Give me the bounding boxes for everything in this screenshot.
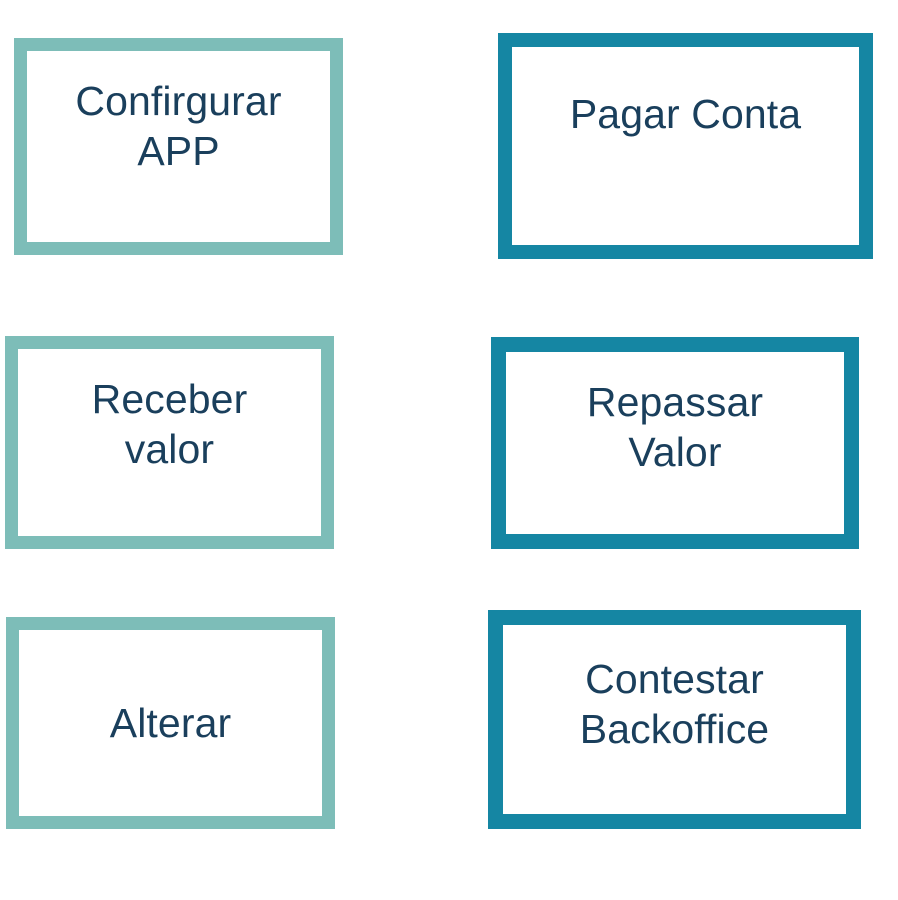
node-repassar-valor[interactable]: Repassar Valor — [491, 337, 859, 549]
node-label-alterar: Alterar — [109, 699, 232, 746]
node-label-repassar-valor: Repassar Valor — [586, 379, 764, 476]
node-contestar-backoffice[interactable]: Contestar Backoffice — [488, 610, 861, 829]
node-configurar-app[interactable]: Confirgurar APP — [14, 38, 343, 255]
node-label-configurar-app: Confirgurar APP — [75, 78, 282, 175]
node-alterar[interactable]: Alterar — [6, 617, 335, 829]
node-pagar-conta[interactable]: Pagar Conta — [498, 33, 873, 259]
node-label-receber-valor: Receber valor — [91, 376, 248, 473]
node-label-contestar-backoffice: Contestar Backoffice — [579, 656, 770, 753]
node-label-pagar-conta: Pagar Conta — [569, 91, 802, 137]
node-receber-valor[interactable]: Receber valor — [5, 336, 334, 549]
